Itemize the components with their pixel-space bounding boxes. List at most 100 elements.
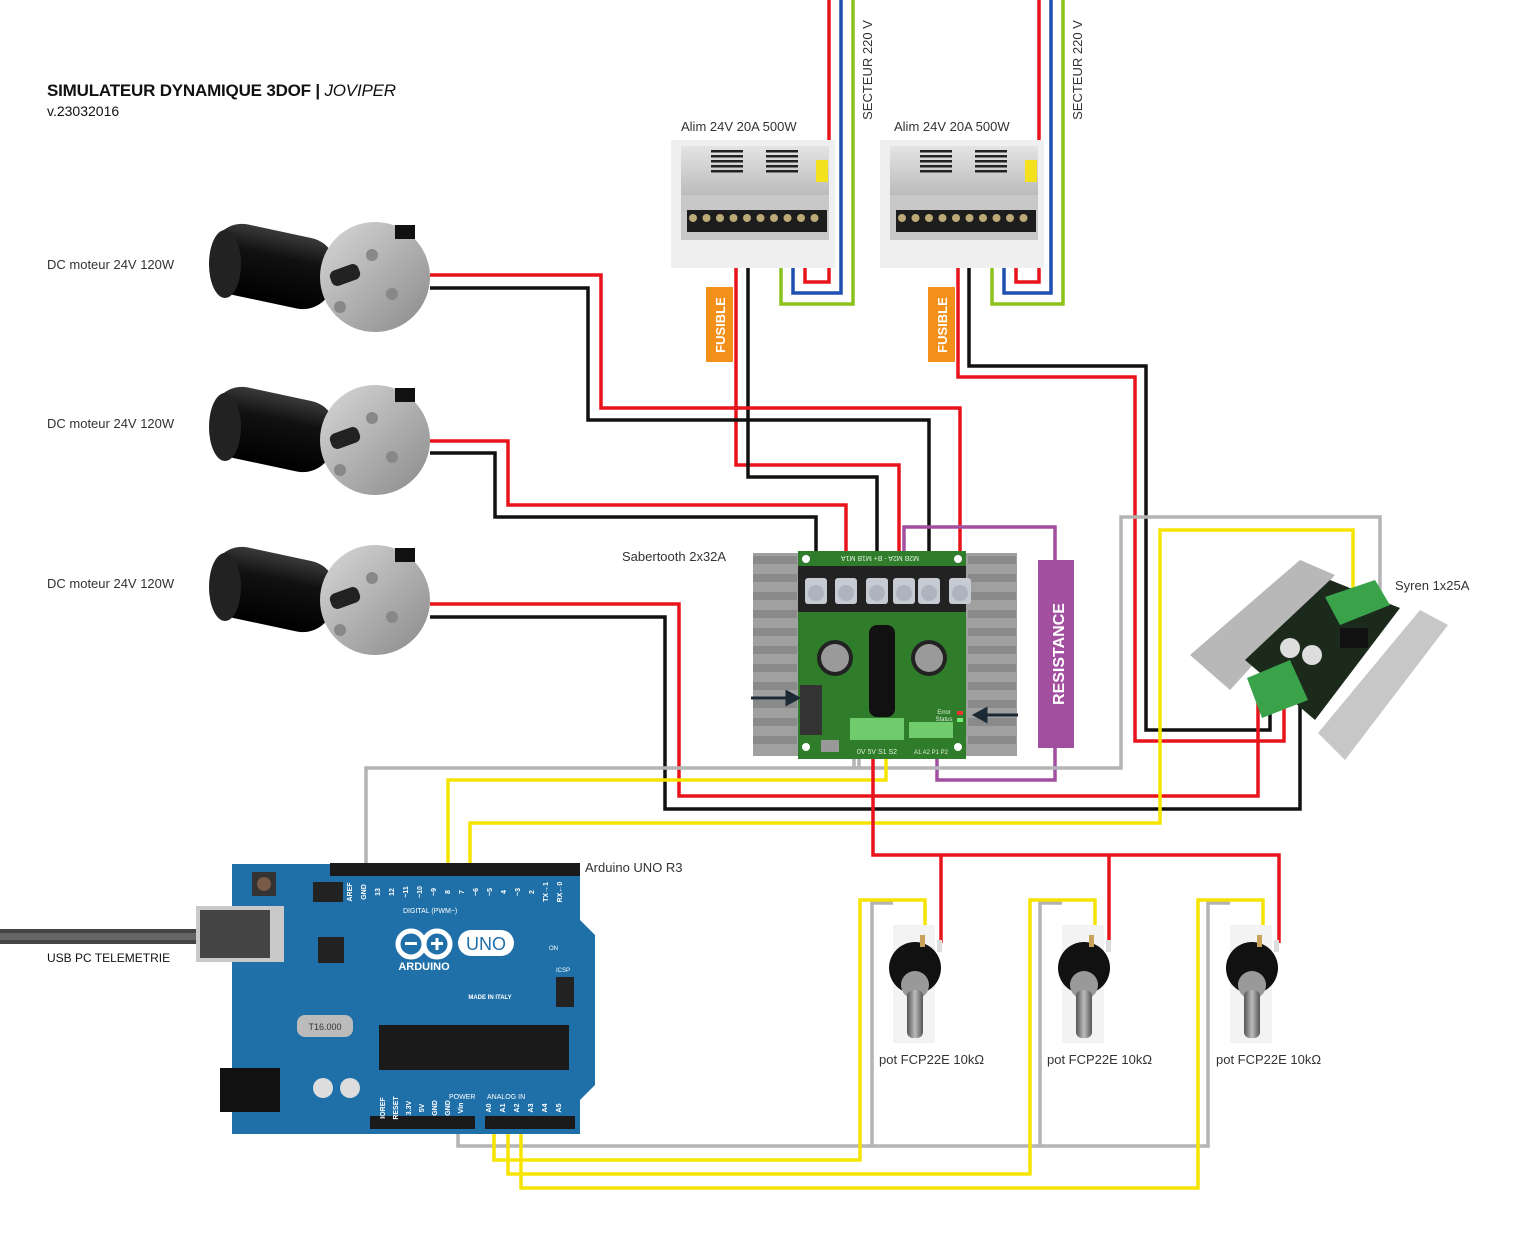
motor-gearbox [320, 385, 430, 495]
psu-screw [1019, 214, 1028, 222]
terminal-screw [808, 585, 824, 601]
fuse-label: FUSIBLE [935, 297, 950, 353]
psu-vent [766, 165, 798, 168]
pin-label: 8 [445, 890, 452, 894]
pin-label: 4 [501, 890, 508, 894]
mains-label-psu1: SECTEUR 220 V [860, 20, 875, 120]
motor-endcap [209, 553, 241, 621]
pin-label: ~6 [473, 888, 480, 896]
wire-5v-pots [871, 735, 1281, 943]
heatsink-fin [753, 610, 797, 618]
icsp-label: ICSP [556, 968, 570, 974]
wire-motor2-positive [430, 439, 848, 597]
heatsink-fin [968, 664, 1016, 672]
motor-body [209, 386, 336, 473]
motor-shaft [329, 427, 361, 449]
wire-motor3-negative [430, 615, 1302, 811]
heatsink-fin [968, 628, 1016, 636]
wire-motor1-positive [430, 273, 962, 597]
analog-pin-header [485, 1116, 575, 1129]
pot-nut [1070, 971, 1098, 999]
syren-capacitor [1302, 645, 1322, 665]
heatsink-fin [968, 646, 1016, 654]
motor-gearbox [320, 545, 430, 655]
mount-hole [954, 743, 962, 751]
made-in-label: MADE IN ITALY [468, 995, 511, 1001]
arduino-board: T16.000 ICSP UNO ARDUINO MADE IN ITALY D… [196, 863, 595, 1134]
usb-cable-highlight [0, 933, 200, 940]
pin-label: GND [432, 1100, 439, 1116]
mount-hole [954, 555, 962, 563]
psu-screw [716, 214, 724, 222]
crystal-label: T16.000 [308, 1022, 341, 1032]
psu-vent [711, 160, 743, 163]
psu-screw [810, 214, 819, 222]
pin-label: A3 [528, 1103, 535, 1112]
pot-pin [937, 940, 942, 952]
heatsink-fin [753, 682, 797, 690]
motor-bolt [386, 451, 398, 463]
capacitor-top [821, 644, 849, 672]
power-pin-header [370, 1116, 475, 1129]
pin-label: ~11 [403, 886, 410, 898]
pin-label: AREF [347, 882, 354, 902]
motor-body [209, 546, 336, 633]
power-terminals [805, 578, 971, 604]
fuse-label: FUSIBLE [713, 297, 728, 353]
terminal-screw [952, 585, 968, 601]
power-jack [220, 1068, 280, 1112]
uno-badge-text: UNO [466, 934, 506, 954]
motor-connector [395, 225, 415, 239]
psu-screw [911, 214, 920, 222]
motor-bolt [334, 624, 346, 636]
arrow-icon [751, 689, 802, 707]
status-led-label: Status [935, 717, 952, 723]
motor-bolt [334, 301, 346, 313]
title-author: JOVIPER [324, 81, 396, 100]
psu-vent [920, 150, 952, 153]
psu-vent [766, 150, 798, 153]
usb-label: USB PC TELEMETRIE [47, 951, 170, 965]
pot3-label: pot FCP22E 10kΩ [1216, 1052, 1321, 1067]
psu-vent [766, 170, 798, 173]
psu-screw [783, 214, 792, 222]
psu-vent [920, 160, 952, 163]
heatsink-fin [968, 592, 1016, 600]
psu-screw [770, 214, 778, 222]
syren-signal-terminal [1325, 580, 1390, 625]
usb-chip [318, 937, 344, 963]
psu-screw [979, 214, 987, 222]
potentiometer [889, 925, 942, 1043]
motor-endcap [209, 393, 241, 461]
psu-screw [952, 214, 960, 222]
pin-label: A4 [542, 1103, 549, 1112]
motor-shaft [329, 587, 361, 609]
psu-vent [975, 150, 1007, 153]
heatsink-fin [753, 556, 797, 564]
digital-header [330, 863, 580, 876]
aux-terminal-labels: A1 A2 P1 P2 [914, 750, 949, 756]
icsp-header [556, 977, 574, 1007]
psu-screw [1006, 214, 1014, 222]
motor-connector [395, 548, 415, 562]
pin-label: ~10 [417, 886, 424, 898]
pot-nut [1238, 971, 1266, 999]
pin-label: 5V [419, 1103, 426, 1112]
heatsink-fin [968, 556, 1016, 564]
heatsink-fin [968, 736, 1016, 744]
wire-motor3-positive [430, 602, 1260, 798]
motor-bolt [386, 288, 398, 300]
analog-header-label: ANALOG IN [487, 1094, 525, 1101]
wire-signal-pot1 [492, 898, 927, 1162]
psu-screw [797, 214, 805, 222]
motor-shaft [329, 264, 361, 286]
pin-label: GND [361, 884, 368, 900]
pin-label: RX←0 [557, 882, 564, 903]
power-supply [880, 140, 1044, 268]
heatsink-fin [753, 574, 797, 582]
pot-shaft [1076, 990, 1092, 1038]
heatsink-fin [968, 574, 1016, 582]
